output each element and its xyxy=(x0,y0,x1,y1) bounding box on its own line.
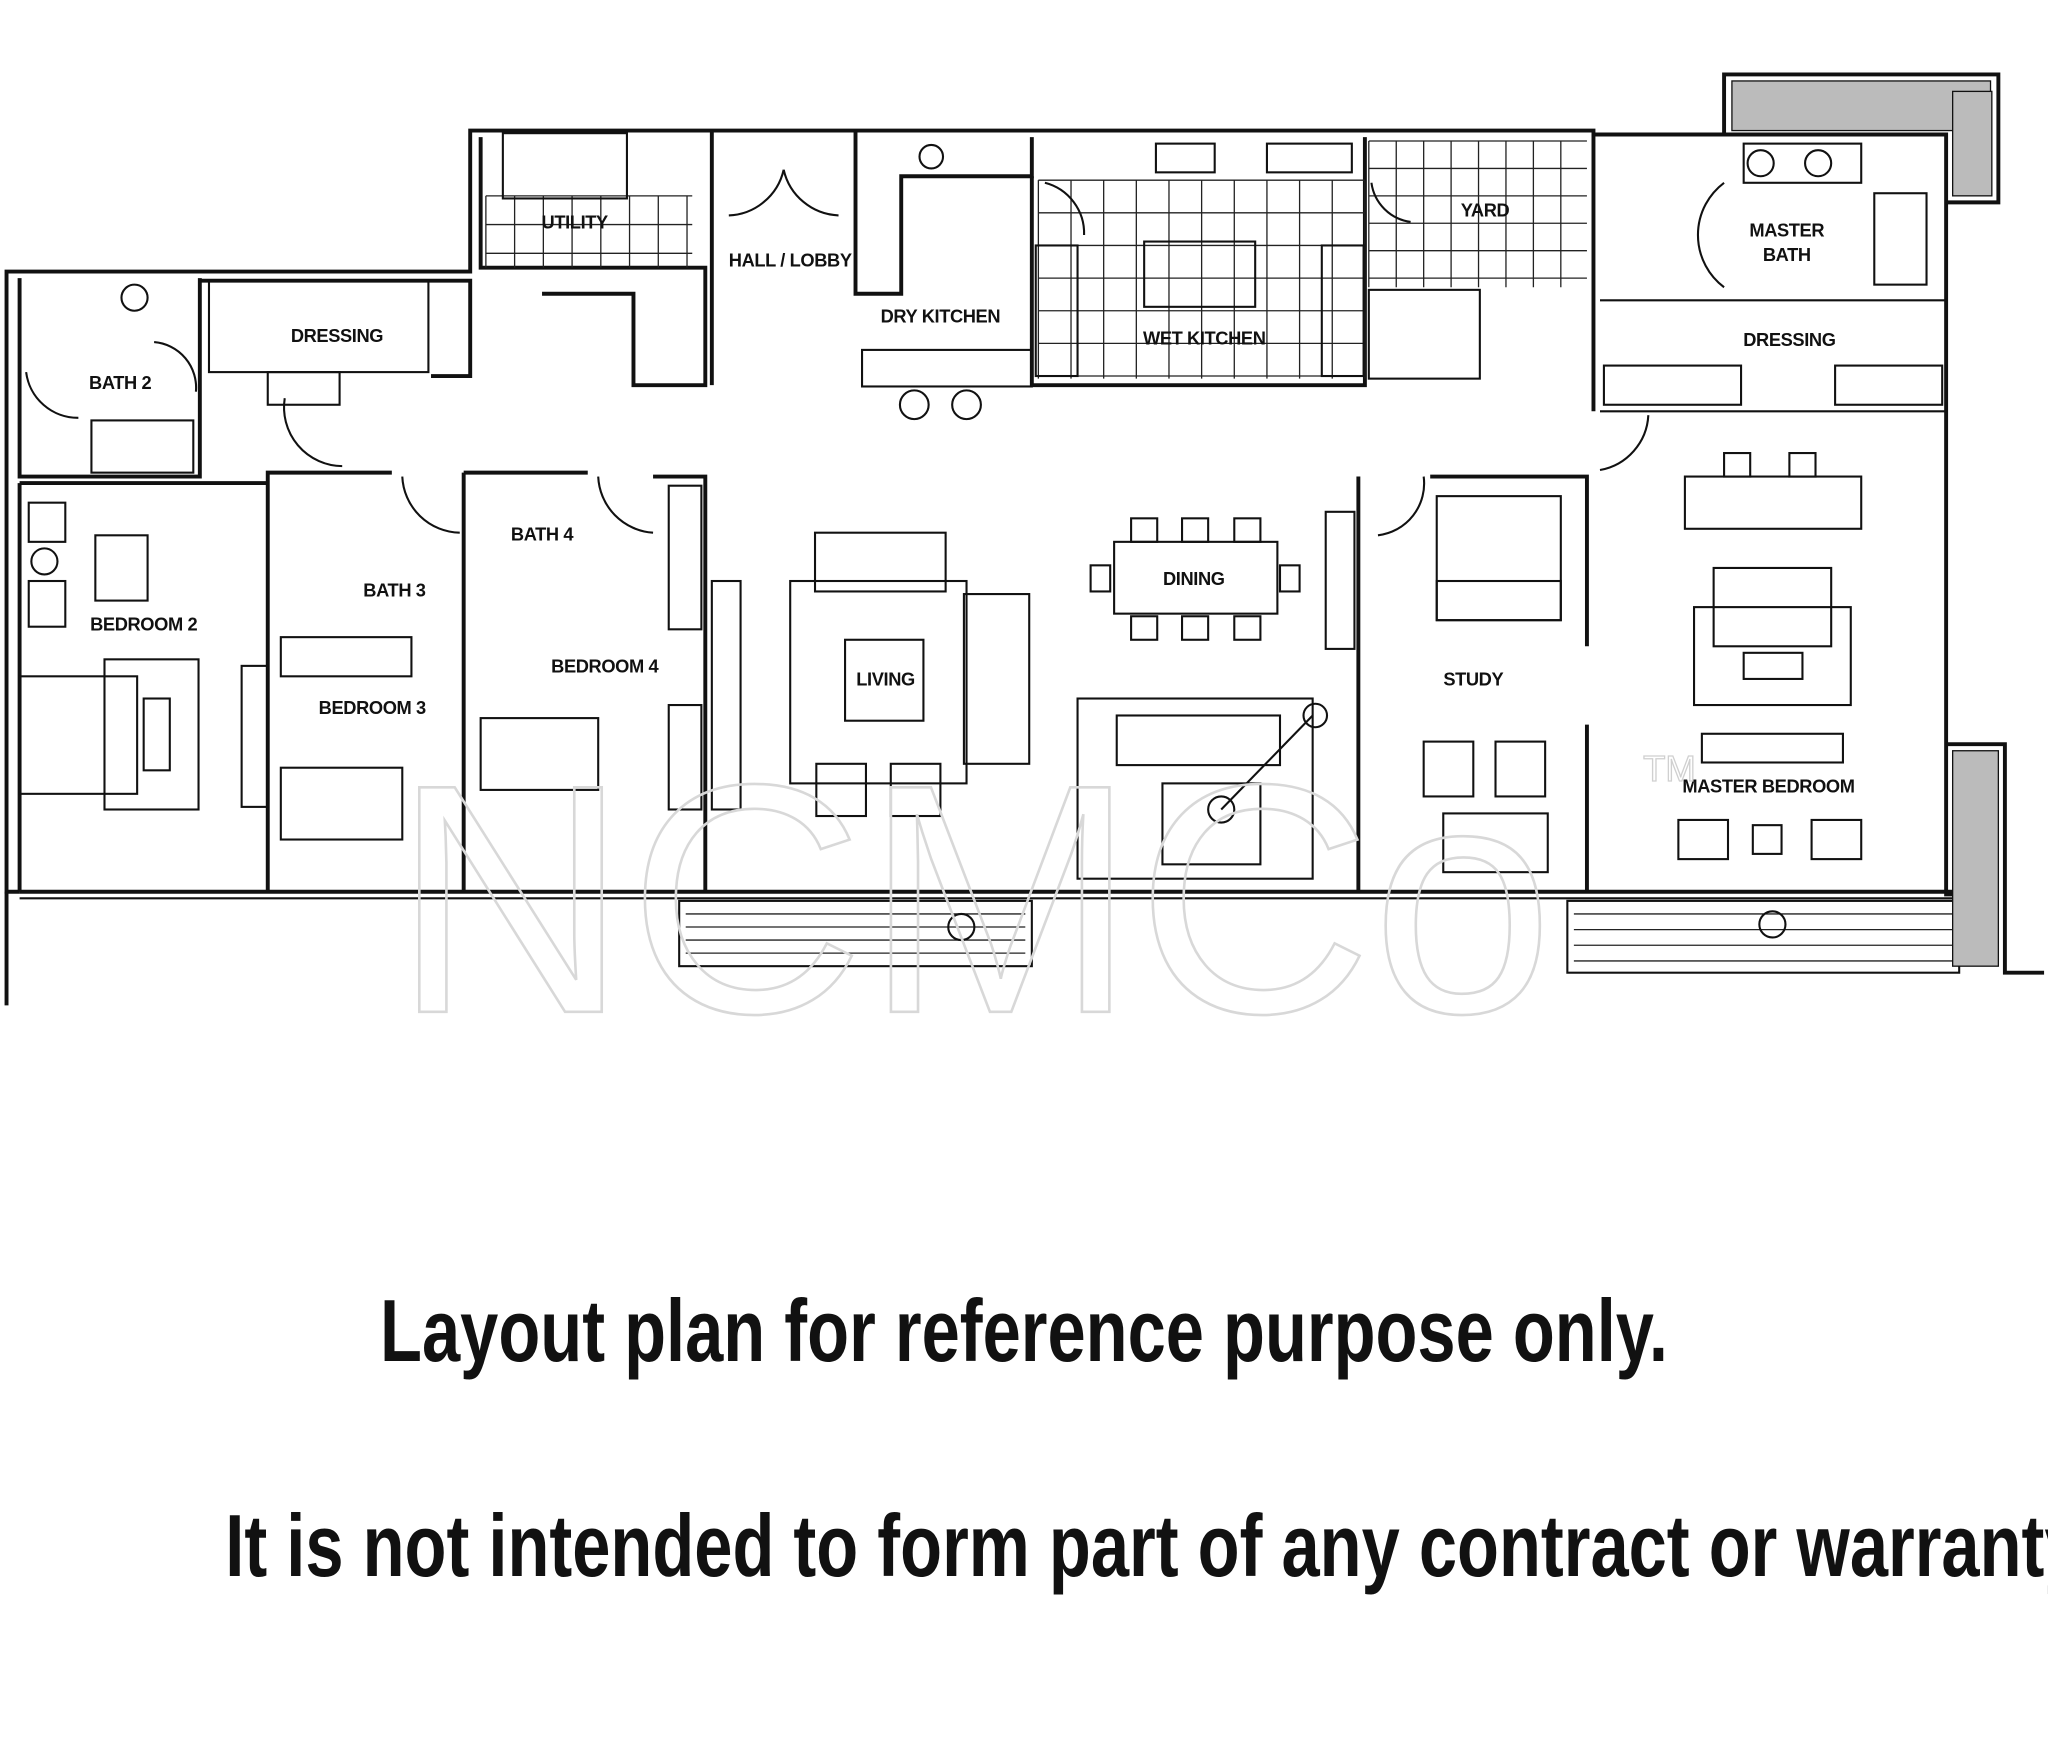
label-dining: DINING xyxy=(1163,568,1225,589)
disclaimer-line-2: It is not intended to form part of any c… xyxy=(225,1496,2048,1595)
label-master-bath-2: BATH xyxy=(1763,244,1811,265)
label-bath-4: BATH 4 xyxy=(511,524,575,545)
label-master-bath-1: MASTER xyxy=(1749,219,1824,240)
label-utility: UTILITY xyxy=(542,211,608,232)
disclaimer-line-1: Layout plan for reference purpose only. xyxy=(380,1281,1668,1380)
label-dressing-right: DRESSING xyxy=(1743,329,1835,350)
kitchen-tiles xyxy=(485,140,1587,379)
watermark-tm: TM xyxy=(1643,748,1696,789)
label-yard: YARD xyxy=(1461,200,1510,221)
planters xyxy=(1731,80,2000,967)
label-study: STUDY xyxy=(1443,668,1503,689)
label-bedroom-3: BEDROOM 3 xyxy=(319,697,426,718)
label-bath-3: BATH 3 xyxy=(363,580,426,601)
label-bath-2: BATH 2 xyxy=(89,372,152,393)
outer-walls xyxy=(4,72,2045,1006)
label-bedroom-4: BEDROOM 4 xyxy=(551,655,659,676)
label-dry-kitchen: DRY KITCHEN xyxy=(881,305,1001,326)
watermark: NCMCo xyxy=(393,717,1554,1082)
label-dressing-left: DRESSING xyxy=(291,325,383,346)
room-labels: BATH 2 DRESSING UTILITY HALL / LOBBY DRY… xyxy=(89,200,1855,797)
furniture xyxy=(18,132,1944,880)
balcony-living xyxy=(678,899,1033,968)
label-living: LIVING xyxy=(856,668,915,689)
label-hall-lobby: HALL / LOBBY xyxy=(729,249,852,270)
label-wet-kitchen: WET KITCHEN xyxy=(1143,328,1266,349)
balcony-master xyxy=(1566,899,1961,974)
doors xyxy=(25,169,1725,537)
label-master-bedroom: MASTER BEDROOM xyxy=(1682,776,1854,797)
label-bedroom-2: BEDROOM 2 xyxy=(90,614,197,635)
